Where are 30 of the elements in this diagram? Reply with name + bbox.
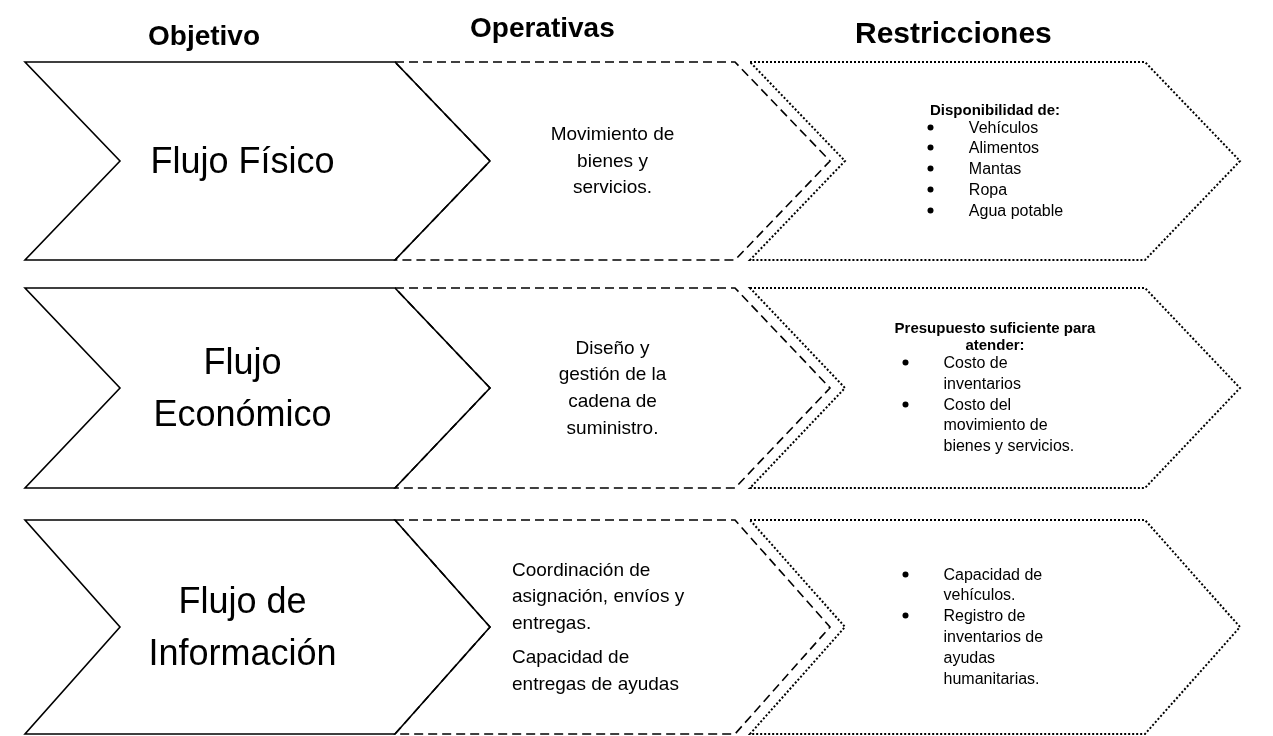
constraint-item: Costo del movimiento de bienes y servicios. bbox=[943, 394, 1076, 457]
column-heading: Operativas bbox=[470, 12, 615, 44]
constraint-item: Registro de inventarios de ayudas humanitarias. bbox=[943, 606, 1045, 689]
objective-panel bbox=[25, 520, 490, 734]
flow-name: Flujo Económico bbox=[152, 339, 333, 436]
operations-panel bbox=[395, 62, 830, 260]
operation-text: Diseño y gestión de la cadena de suministro. bbox=[557, 335, 668, 440]
column-heading: Restricciones bbox=[855, 16, 1052, 50]
constraint-item: Ropa bbox=[968, 179, 1008, 200]
constraint-heading: Presupuesto suficiente para atender: bbox=[893, 319, 1097, 353]
objective-panel bbox=[25, 288, 490, 488]
operation-text: Movimiento de bienes y servicios. bbox=[549, 122, 676, 200]
operation-text: Coordinación de asignación, envíos y entregas. bbox=[512, 557, 686, 635]
flow-name: Flujo Físico bbox=[150, 138, 335, 183]
constraints-panel bbox=[750, 520, 1240, 734]
column-heading: Objetivo bbox=[148, 20, 260, 52]
constraint-heading: Disponibilidad de: bbox=[930, 100, 1060, 118]
operations-panel bbox=[395, 520, 830, 734]
constraint-item: Mantas bbox=[968, 159, 1022, 180]
operation-text: Capacidad de entregas de ayudas bbox=[512, 645, 680, 696]
operations-panel bbox=[395, 288, 830, 488]
flow-name: Flujo de Información bbox=[147, 578, 338, 675]
constraint-item: Costo de inventarios bbox=[943, 353, 1022, 394]
constraint-item: Vehículos bbox=[968, 118, 1039, 138]
constraints-panel bbox=[750, 288, 1240, 488]
constraint-item: Capacidad de vehículos. bbox=[943, 564, 1044, 606]
constraint-item: Alimentos bbox=[968, 138, 1040, 159]
constraint-item: Agua potable bbox=[968, 200, 1064, 221]
constraints-panel bbox=[750, 62, 1240, 260]
objective-panel bbox=[25, 62, 490, 260]
